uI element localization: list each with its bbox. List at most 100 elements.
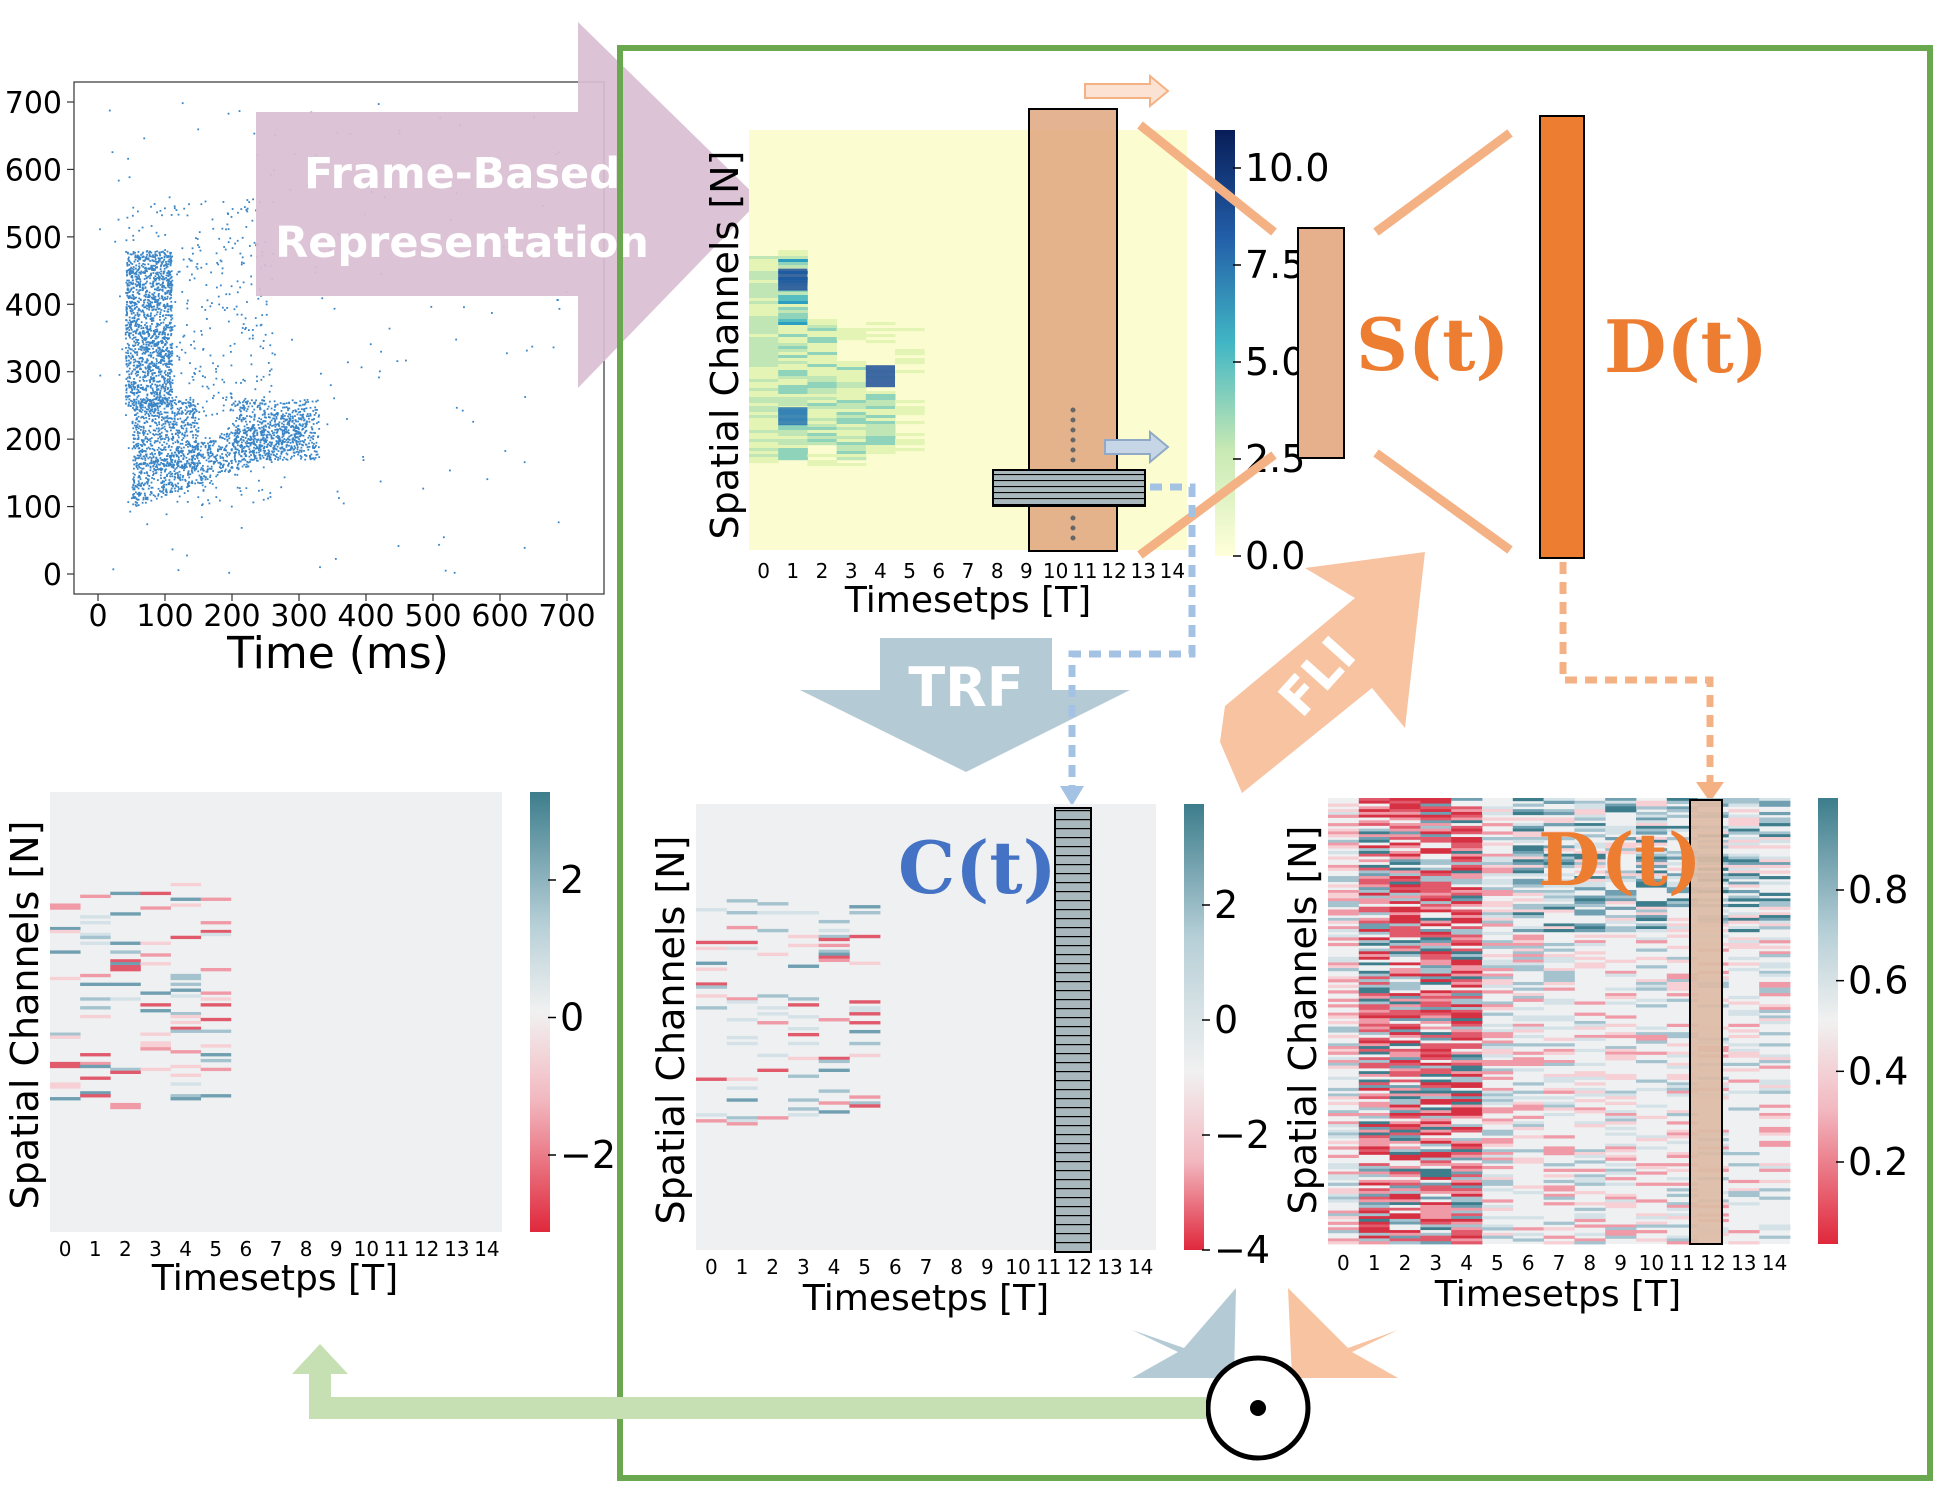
center-heatmap-x-label: Timesetps [T] [802,1278,1049,1319]
colorbar-tick-label: −4 [1214,1228,1270,1272]
timestep-tick-label: 8 [300,1237,313,1261]
timestep-tick-label: 10 [354,1237,379,1261]
timestep-tick-label: 4 [874,559,887,583]
timestep-tick-label: 5 [858,1255,871,1279]
small-orange-arrow [1084,73,1170,109]
timestep-tick-label: 4 [179,1237,192,1261]
timestep-tick-label: 9 [1020,559,1033,583]
scatter-y-tick-label: 100 [5,491,62,526]
timestep-tick-label: 13 [444,1237,469,1261]
left-heatmap-background [50,792,502,1232]
timestep-tick-label: 9 [981,1255,994,1279]
timestep-tick-label: 6 [239,1237,252,1261]
timestep-tick-label: 6 [932,559,945,583]
timestep-tick-label: 11 [1036,1255,1061,1279]
timestep-tick-label: 5 [209,1237,222,1261]
small-blue-arrow [1104,429,1170,465]
timestep-tick-label: 3 [845,559,858,583]
left-colorbar [530,792,550,1232]
left-heatmap-x-label: Timesetps [T] [151,1258,398,1299]
timestep-tick-label: 11 [1669,1251,1694,1275]
top-colorbar-ticks: 10.07.55.02.50.0 [1233,146,1330,578]
s-connector-top-left [1137,121,1277,236]
timestep-tick-label: 13 [1731,1251,1756,1275]
colorbar-tick-label: 0.0 [1245,534,1305,578]
timestep-tick-label: 7 [962,559,975,583]
timestep-tick-label: 0 [59,1237,72,1261]
top-heatmap-y-label: Spatial Channels [N] [703,151,747,540]
blue-merge-arrow [1132,1288,1236,1378]
right-heatmap-y-label: Spatial Channels [N] [1281,826,1325,1215]
top-heatmap-selected-row [992,469,1146,507]
timestep-tick-label: 10 [1639,1251,1664,1275]
timestep-tick-label: 10 [1043,559,1068,583]
scatter-x-tick-label: 700 [538,599,595,634]
c-symbol: C(t) [898,825,1057,910]
timestep-tick-label: 12 [414,1237,439,1261]
timestep-tick-label: 7 [920,1255,933,1279]
top-colorbar [1215,130,1235,556]
d-symbol-top: D(t) [1604,304,1768,389]
colorbar-tick-label: 0.4 [1848,1049,1908,1093]
scatter-x-tick-label: 200 [203,599,260,634]
orange-dashed-connector [1559,562,1714,782]
center-colorbar-ticks: 2 0 −2 −4 [1202,883,1270,1272]
timestep-tick-label: 9 [330,1237,343,1261]
frame-based-arrow: Frame-Based Representation [256,22,760,388]
timestep-tick-label: 8 [991,559,1004,583]
timestep-tick-label: 8 [950,1255,963,1279]
timestep-tick-label: 14 [1128,1255,1153,1279]
scatter-y-tick-label: 700 [5,86,62,121]
timestep-tick-label: 1 [736,1255,749,1279]
timestep-tick-label: 10 [1005,1255,1030,1279]
timestep-tick-label: 6 [1522,1251,1535,1275]
timestep-tick-label: 14 [1762,1251,1787,1275]
colorbar-tick-label: 0 [1214,998,1238,1042]
timestep-tick-label: 2 [816,559,829,583]
timestep-tick-label: 1 [89,1237,102,1261]
colorbar-tick-label: 0 [560,996,584,1040]
scatter-x-tick-label: 0 [88,599,107,634]
timestep-tick-label: 5 [1491,1251,1504,1275]
timestep-tick-label: 1 [786,559,799,583]
green-output-arrow-line [309,1372,1206,1419]
timestep-tick-label: 11 [1072,559,1097,583]
frame-based-arrow-shape [256,22,760,388]
scatter-y-tick-label: 0 [43,558,62,593]
module-frame [617,45,1933,1481]
orange-merge-arrow [1288,1288,1398,1378]
left-heatmap-y-label: Spatial Channels [N] [3,821,47,1210]
timestep-tick-label: 2 [1399,1251,1412,1275]
timestep-tick-label: 4 [828,1255,841,1279]
scatter-x-tick-label: 600 [471,599,528,634]
colorbar-tick-label: 10.0 [1245,146,1330,190]
timestep-tick-label: 4 [1460,1251,1473,1275]
top-heatmap-cells [749,250,925,467]
timestep-tick-label: 11 [384,1237,409,1261]
colorbar-tick-label: 2 [1214,883,1238,927]
s-symbol: S(t) [1356,302,1509,387]
blue-dashed-connector [1068,483,1196,786]
orange-dashed-arrowhead [1696,782,1724,802]
scatter-y-tick-label: 500 [5,221,62,256]
scatter-y-tick-label: 300 [5,356,62,391]
center-colorbar [1184,804,1204,1250]
center-heatmap-cells [696,899,881,1126]
scatter-x-tick-label: 100 [136,599,193,634]
scatter-x-tick-label: 300 [270,599,327,634]
scatter-x-tick-label: 500 [404,599,461,634]
s-connector-top-right [1373,129,1513,236]
s-vector-box [1297,227,1345,459]
trf-arrow-shape [800,638,1130,772]
colorbar-tick-label: −2 [1214,1113,1270,1157]
top-heatmap-x-label: Timesetps [T] [844,580,1091,621]
d-symbol-bottom: D(t) [1538,817,1702,902]
